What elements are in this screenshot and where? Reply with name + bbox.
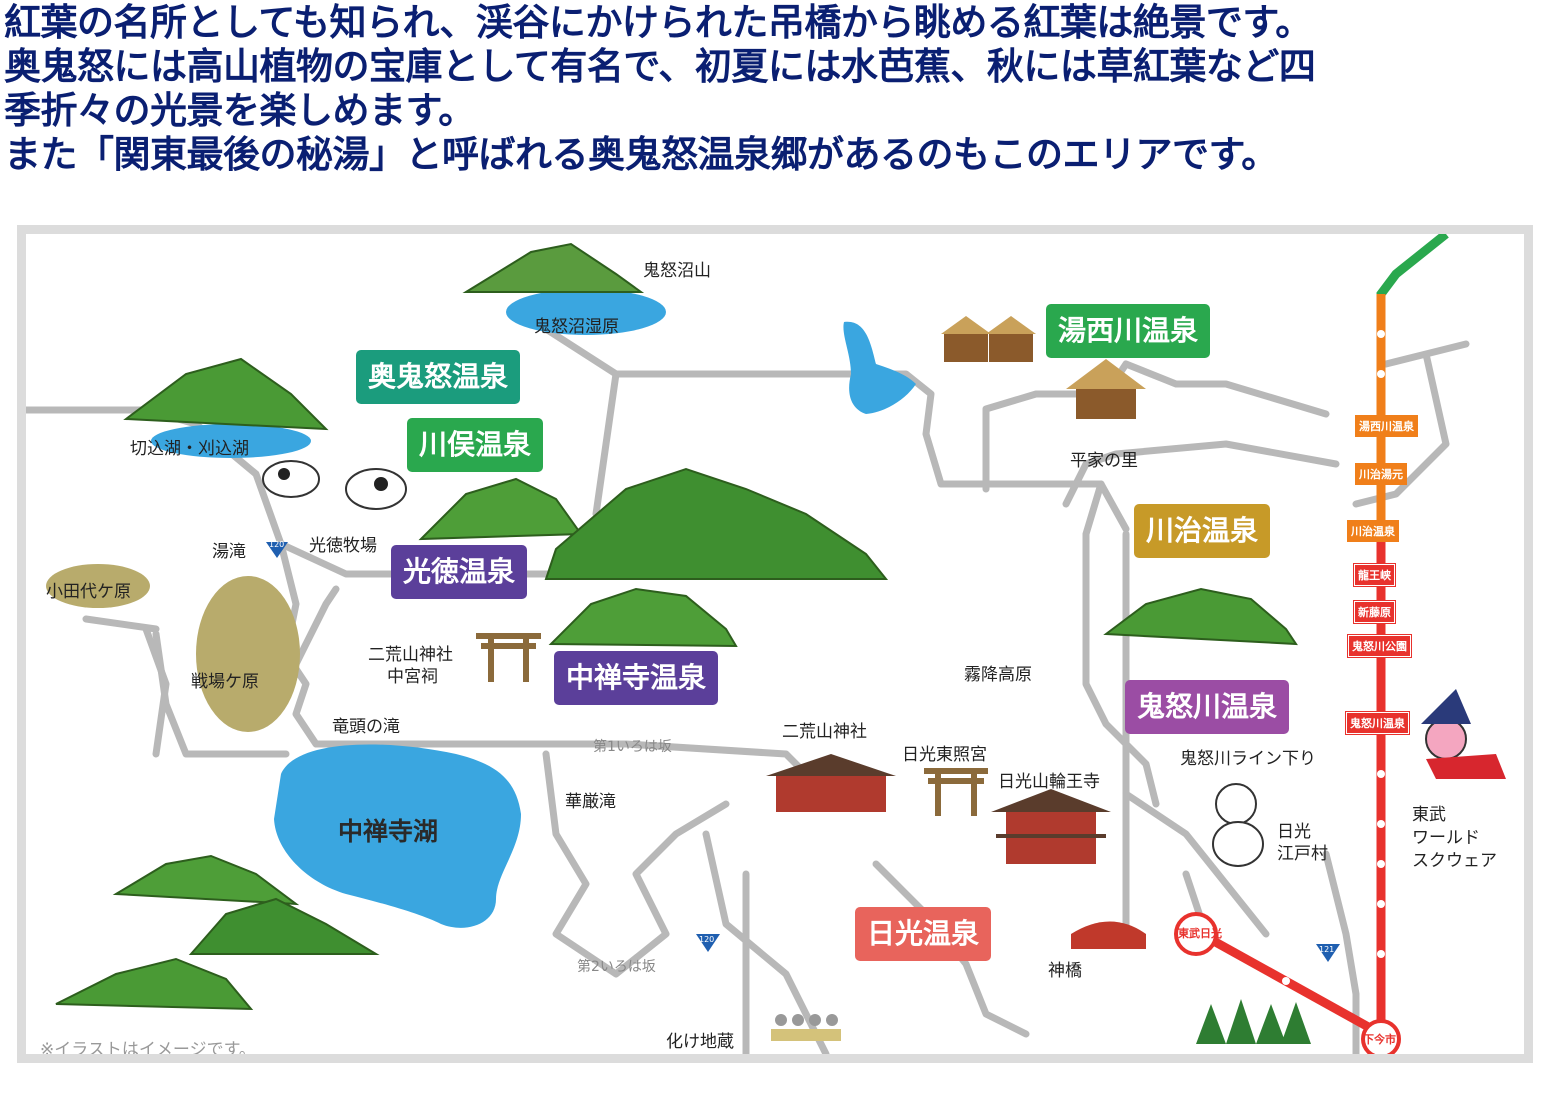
- label-irohazaka-2: 第2いろは坂: [577, 959, 656, 975]
- mascot-icons: [1212, 689, 1506, 867]
- station-yunishigawa: 湯西川温泉: [1355, 415, 1418, 437]
- station-kawaji-onsen: 川治温泉: [1347, 520, 1399, 542]
- lake-kinunuma: [506, 289, 666, 335]
- bakejizo-icon: [771, 1014, 841, 1041]
- label-chuzenjiko: 中禅寺湖: [338, 817, 439, 846]
- station-shimoimaichi: 下今市: [1363, 1033, 1396, 1046]
- label-futarasan-chugushi-2: 中宮祠: [387, 667, 438, 687]
- label-kinunumayama: 鬼怒沼山: [643, 261, 711, 281]
- lake-kawamata-dam: [843, 321, 916, 414]
- station-kinugawa-onsen: 鬼怒川温泉: [1345, 711, 1410, 735]
- cow-icons: [262, 460, 407, 510]
- map-illustration: [26, 234, 1506, 1054]
- onsen-nikko: 日光温泉: [855, 907, 992, 961]
- lake-kirikomi: [151, 424, 311, 458]
- label-tobu-world-2: ワールド: [1412, 828, 1480, 848]
- label-heike: 平家の里: [1070, 451, 1138, 471]
- torii-icons: [476, 633, 988, 816]
- label-futarasan-chugushi-1: 二荒山神社: [368, 645, 453, 665]
- label-ryuzu: 竜頭の滝: [332, 717, 400, 737]
- mountains: [55, 242, 1298, 1011]
- senjogahara-field: [196, 576, 300, 732]
- station-kinugawa-koen: 鬼怒川公園: [1347, 634, 1412, 658]
- label-yutaki: 湯滝: [212, 542, 246, 562]
- station-shinfujiwara: 新藤原: [1353, 600, 1396, 624]
- label-kirikomi: 切込湖・刈込湖: [130, 439, 249, 459]
- label-odashirogahara: 小田代ケ原: [46, 582, 131, 602]
- label-futarasan: 二荒山神社: [782, 722, 867, 742]
- shinkyo-bridge-icon: [1071, 921, 1146, 949]
- intro-text: 紅葉の名所としても知られ、渓谷にかけられた吊橋から眺める紅葉は絶景です。 奥鬼怒…: [4, 0, 1544, 176]
- route-signs: [266, 542, 1340, 962]
- station-kawaji-yumoto: 川治湯元: [1355, 463, 1407, 485]
- label-bakejizo: 化け地蔵: [666, 1032, 734, 1052]
- intro-line-3: 季折々の光景を楽しめます。: [4, 88, 475, 132]
- label-kirifuri: 霧降高原: [964, 665, 1032, 685]
- label-edomura-1: 日光: [1277, 822, 1311, 842]
- route-120-upper: 120: [269, 540, 285, 549]
- station-tobu-nikko: 東武日光: [1178, 927, 1222, 940]
- intro-line-1: 紅葉の名所としても知られ、渓谷にかけられた吊橋から眺める紅葉は絶景です。: [4, 0, 1312, 44]
- label-kinunuma-shitsugen: 鬼怒沼湿原: [534, 317, 619, 337]
- label-tobu-world-3: スクウェア: [1412, 851, 1497, 871]
- label-edomura-2: 江戸村: [1277, 844, 1328, 864]
- onsen-kinugawa: 鬼怒川温泉: [1125, 680, 1290, 734]
- label-line-kudari: 鬼怒川ライン下り: [1180, 749, 1316, 769]
- label-irohazaka-1: 第1いろは坂: [593, 739, 672, 755]
- label-kotoku-bokujo: 光徳牧場: [309, 536, 377, 556]
- forest: [1196, 999, 1311, 1044]
- label-senjogahara: 戦場ケ原: [191, 672, 259, 692]
- lake-chuzenji: [274, 744, 521, 928]
- temple-icons: [766, 316, 1146, 864]
- label-toshogu: 日光東照宮: [902, 745, 987, 765]
- onsen-kawamata: 川俣温泉: [407, 418, 544, 472]
- railway: [1174, 234, 1449, 1054]
- route-121: 121: [1319, 945, 1335, 954]
- onsen-okukinu: 奥鬼怒温泉: [356, 350, 521, 404]
- illustration-note: ※イラストはイメージです。: [40, 1040, 256, 1060]
- odashirogahara-field: [46, 564, 150, 608]
- onsen-chuzenji: 中禅寺温泉: [554, 651, 719, 705]
- intro-line-2: 奥鬼怒には高山植物の宝庫として有名で、初夏には水芭蕉、秋には草紅葉など四: [4, 44, 1316, 88]
- route-120-lower: 120: [699, 935, 715, 944]
- label-shinkyo: 神橋: [1048, 961, 1082, 981]
- label-kegon: 華厳滝: [565, 792, 616, 812]
- intro-line-4: また「関東最後の秘湯」と呼ばれる奥鬼怒温泉郷があるのもこのエリアです。: [4, 132, 1278, 176]
- label-rinnoji: 日光山輪王寺: [998, 772, 1100, 792]
- onsen-yunishigawa: 湯西川温泉: [1046, 304, 1211, 358]
- onsen-kotoku: 光徳温泉: [391, 545, 528, 599]
- onsen-kawaji: 川治温泉: [1134, 504, 1271, 558]
- area-map: 奥鬼怒温泉 川俣温泉 湯西川温泉 川治温泉 光徳温泉 中禅寺温泉 鬼怒川温泉 日…: [17, 225, 1533, 1063]
- station-ryuokyo: 龍王峡: [1353, 563, 1396, 587]
- label-tobu-world-1: 東武: [1412, 805, 1446, 825]
